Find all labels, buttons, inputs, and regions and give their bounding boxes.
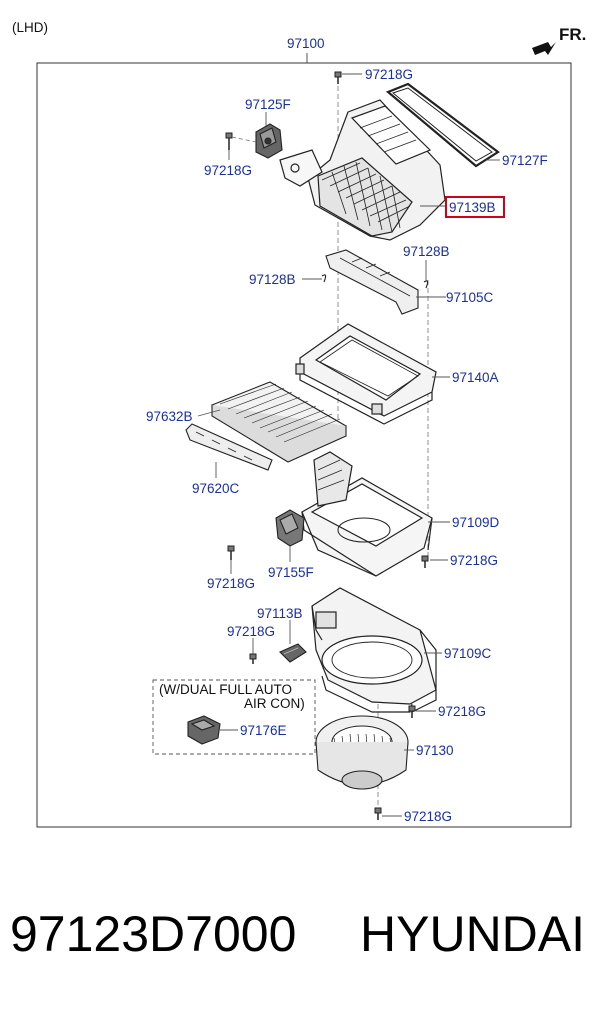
callout-97113b[interactable]: 97113B <box>257 606 303 621</box>
front-arrow-icon <box>532 42 556 55</box>
callout-97127f[interactable]: 97127F <box>502 153 548 168</box>
callout-97218g[interactable]: 97218G <box>365 67 413 82</box>
callout-97218g[interactable]: 97218G <box>227 624 275 639</box>
intake-case-drawing <box>279 99 446 241</box>
lower-blower-case-drawing <box>311 587 437 713</box>
screw-drawing <box>227 545 235 560</box>
upper-blower-case-drawing <box>301 451 433 577</box>
footer: 97123D7000 HYUNDAI <box>0 905 605 975</box>
actuator-drawing <box>255 123 283 159</box>
brand-name: HYUNDAI <box>360 906 586 962</box>
callout-97218g[interactable]: 97218G <box>438 704 486 719</box>
callout-97109d[interactable]: 97109D <box>452 515 500 530</box>
screw-drawing <box>374 807 382 820</box>
callout-97109c[interactable]: 97109C <box>444 646 492 661</box>
front-direction-label: FR. <box>559 25 586 44</box>
blower-motor-drawing <box>315 715 409 790</box>
control-module-drawing <box>275 509 305 547</box>
callout-97128b[interactable]: 97128B <box>403 244 450 259</box>
parts-diagram: (LHD) FR. 97100 <box>12 20 586 828</box>
callout-97155f[interactable]: 97155F <box>268 565 314 580</box>
callout-97125f[interactable]: 97125F <box>245 97 291 112</box>
callout-97620c[interactable]: 97620C <box>192 481 240 496</box>
optional-note-line1: (W/DUAL FULL AUTO <box>159 682 292 697</box>
resistor-drawing <box>279 643 307 663</box>
callout-97176e[interactable]: 97176E <box>240 723 287 738</box>
optional-equipment-box <box>152 679 316 755</box>
filter-housing-drawing <box>295 323 437 425</box>
screw-drawing <box>249 653 257 664</box>
screw-drawing <box>225 132 233 150</box>
callout-97218g[interactable]: 97218G <box>207 576 255 591</box>
highlight-box <box>445 196 505 218</box>
screw-drawing <box>334 71 342 84</box>
bracket-drawing <box>321 249 429 315</box>
assembly-frame <box>36 62 572 828</box>
part-number: 97123D7000 <box>10 906 297 962</box>
filter-cover-drawing <box>185 423 273 471</box>
lhd-label: (LHD) <box>12 20 48 35</box>
callout-97139b[interactable]: 97139B <box>449 200 496 215</box>
callout-97140a[interactable]: 97140A <box>452 370 499 385</box>
callout-97130[interactable]: 97130 <box>416 743 454 758</box>
auto-aircon-module-drawing <box>187 715 221 745</box>
screw-drawing <box>408 705 416 718</box>
callout-97218g[interactable]: 97218G <box>204 163 252 178</box>
gasket-drawing <box>385 82 500 168</box>
screw-drawing <box>421 555 429 568</box>
assembly-label: 97100 <box>287 36 325 51</box>
callout-97105c[interactable]: 97105C <box>446 290 494 305</box>
callout-97128b[interactable]: 97128B <box>249 272 296 287</box>
optional-note-line2: AIR CON) <box>244 696 305 711</box>
callout-97218g[interactable]: 97218G <box>450 553 498 568</box>
callout-97218g[interactable]: 97218G <box>404 809 452 824</box>
callout-97632b[interactable]: 97632B <box>146 409 193 424</box>
